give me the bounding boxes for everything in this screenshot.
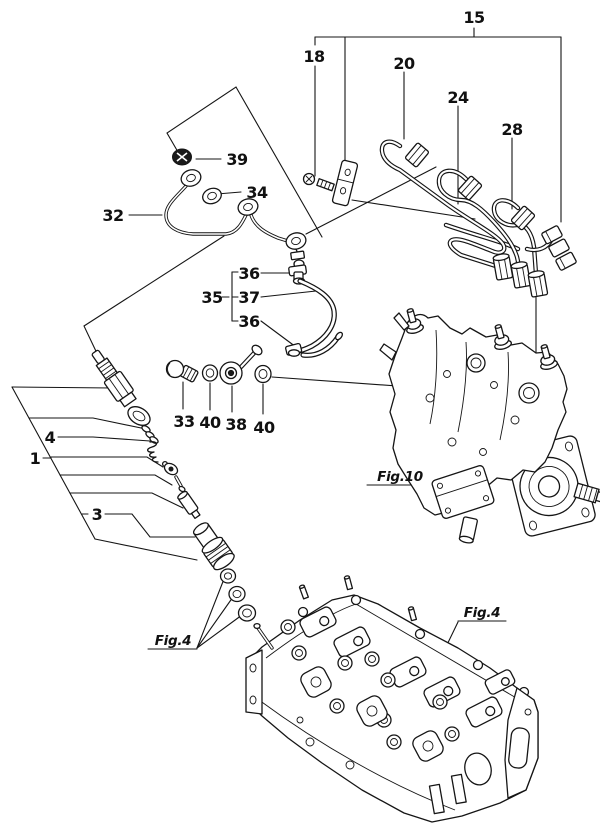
injector-nut-ring xyxy=(127,406,151,426)
callout-39: 39 xyxy=(226,150,248,169)
assembly-vee-line xyxy=(166,86,323,238)
head-left-flange xyxy=(245,649,263,715)
plug-bolt-33 xyxy=(165,359,199,383)
intake-port xyxy=(300,666,332,698)
nozzle-spring xyxy=(147,441,159,463)
leader-to-pump xyxy=(271,376,412,388)
callout-1: 1 xyxy=(30,449,41,468)
callout-28: 28 xyxy=(501,120,523,139)
cylinder-head xyxy=(245,575,539,823)
rocker-pedestal xyxy=(484,669,516,695)
callout-20: 20 xyxy=(393,54,415,73)
rocker-pedestal xyxy=(299,606,337,638)
pipe-nut xyxy=(510,261,532,289)
pump-solenoid xyxy=(458,516,478,544)
callout-33: 33 xyxy=(173,412,194,431)
figure-ref-fig4-left: Fig.4 xyxy=(155,633,192,649)
injection-pipe-group xyxy=(382,142,552,298)
leak-off-pipe-32 xyxy=(164,148,307,269)
joint-38 xyxy=(219,344,263,385)
governor-block xyxy=(431,465,495,519)
pump-shaft xyxy=(573,482,600,504)
callout-37: 37 xyxy=(238,288,259,307)
callout-4: 4 xyxy=(45,428,56,447)
head-bottom-slot xyxy=(450,773,467,805)
nozzle-3 xyxy=(177,490,201,520)
callout-32: 32 xyxy=(102,206,123,225)
injector-assembly xyxy=(91,349,235,571)
pipe-nut xyxy=(510,205,536,231)
pipe-eyelet xyxy=(180,169,202,187)
callout-18: 18 xyxy=(303,47,325,66)
intake-port xyxy=(356,695,388,727)
head-right-face xyxy=(504,687,539,799)
pipe-eyelet xyxy=(285,232,307,250)
head-stud xyxy=(298,584,309,600)
intake-port xyxy=(412,730,444,762)
callout-38: 38 xyxy=(225,415,247,434)
pipe-eyelet xyxy=(237,198,259,216)
rocker-pedestal xyxy=(389,656,427,688)
gasket-34 xyxy=(202,187,222,205)
valve-spring-boss xyxy=(280,619,460,750)
pipe-nut xyxy=(527,270,549,298)
callout-34: 34 xyxy=(246,183,268,202)
seal-washers-fig4 xyxy=(219,568,257,622)
head-side-port xyxy=(464,752,492,786)
callout-3: 3 xyxy=(92,505,103,524)
callout-36-lower: 36 xyxy=(238,312,260,331)
pipe-nut xyxy=(492,253,514,281)
injector-exploded-box xyxy=(11,386,198,561)
elbow-joint-36-lower xyxy=(285,342,303,357)
head-stud xyxy=(407,606,418,622)
callout-15: 15 xyxy=(463,8,485,27)
rocker-pedestal xyxy=(465,696,503,728)
callout-35: 35 xyxy=(201,288,223,307)
injector-body-1 xyxy=(91,349,137,408)
return-hose-37 xyxy=(285,264,344,357)
pump-body xyxy=(388,313,568,516)
head-bottom-slot xyxy=(428,783,445,815)
washer-40-left xyxy=(201,364,219,382)
figure-ref-fig10: Fig.10 xyxy=(377,469,423,485)
injection-pump xyxy=(379,308,600,544)
part-18-bolt xyxy=(302,172,335,192)
callout-24: 24 xyxy=(447,88,469,107)
callout-36-upper: 36 xyxy=(238,264,260,283)
nozzle-case xyxy=(192,522,235,571)
cap-nut-39 xyxy=(172,148,192,166)
pipe-nut xyxy=(457,175,483,201)
callout-40-left: 40 xyxy=(199,413,221,432)
callout-40-right: 40 xyxy=(253,418,275,437)
connector-stack xyxy=(541,225,577,271)
delivery-stud xyxy=(540,344,558,370)
washer-40-right xyxy=(254,364,272,384)
part-15-clamp xyxy=(331,159,359,207)
delivery-stud xyxy=(406,308,424,334)
delivery-stud xyxy=(494,324,512,350)
pipe-nut xyxy=(404,142,430,168)
rocker-pedestal xyxy=(333,626,371,658)
spring-retainer xyxy=(163,462,179,476)
head-stud xyxy=(343,575,354,591)
push-pin xyxy=(174,475,186,493)
figure-ref-fig4-right: Fig.4 xyxy=(464,605,501,621)
